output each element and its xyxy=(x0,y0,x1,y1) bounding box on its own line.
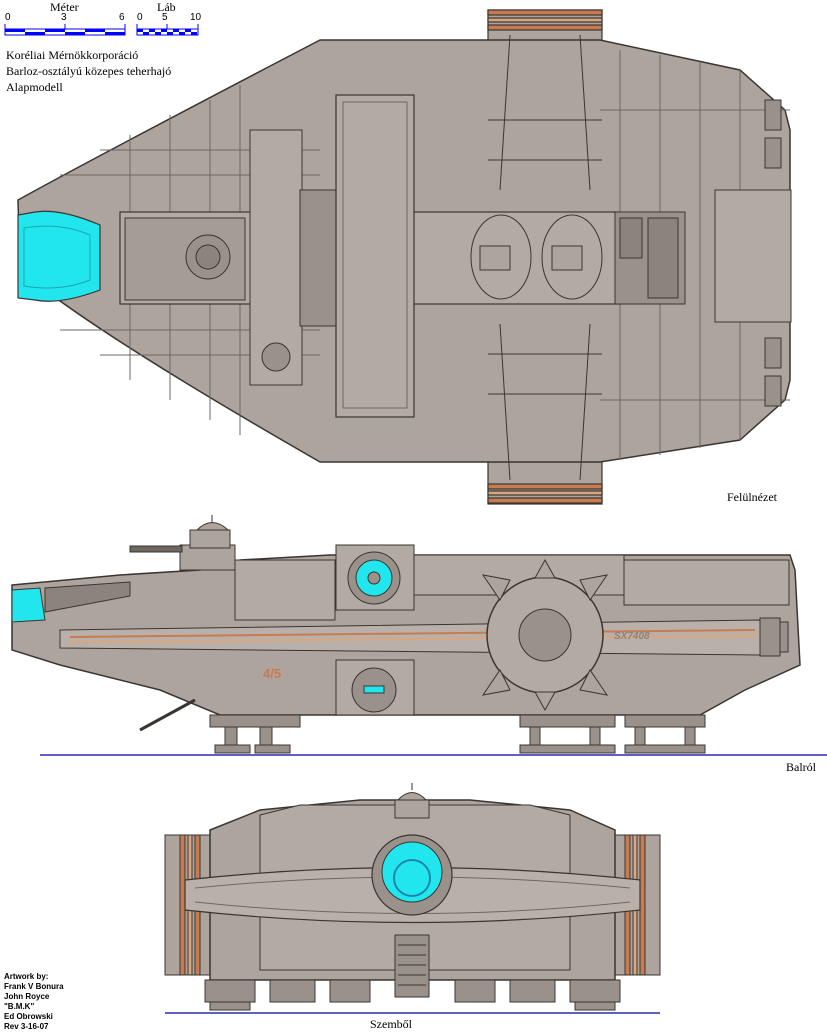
foot-tick-5: 5 xyxy=(162,12,168,23)
meter-scale-bar xyxy=(4,24,126,36)
meter-tick-3: 3 xyxy=(61,12,67,23)
front-landing-gear xyxy=(204,979,621,1011)
top-view-drawing xyxy=(17,9,792,505)
side-landing-gear xyxy=(209,714,706,754)
side-view-label: Balról xyxy=(786,760,816,774)
front-view-label: Szemből xyxy=(370,1017,412,1031)
foot-scale-bar xyxy=(136,24,199,36)
front-turret xyxy=(394,783,430,819)
credits-block: Artwork by: Frank V Bonura John Royce "B… xyxy=(4,972,64,1032)
front-boarding-ramp xyxy=(394,934,430,998)
side-view-drawing xyxy=(11,515,827,756)
top-cockpit-glass xyxy=(17,210,101,302)
meter-tick-0: 0 xyxy=(5,12,11,23)
ship-class-title: Barloz-osztályú közepes teherhajó xyxy=(6,64,172,78)
credits-name: Frank V Bonura xyxy=(4,982,64,991)
foot-tick-10: 10 xyxy=(190,12,202,23)
credits-name: "B.M.K" xyxy=(4,1002,35,1011)
meter-scale-label: Méter xyxy=(50,0,79,14)
credits-revision: Rev 3-16-07 xyxy=(4,1022,49,1031)
side-cockpit-glass xyxy=(11,587,46,623)
credits-heading: Artwork by: xyxy=(4,972,49,981)
credits-name: Ed Obrowski xyxy=(4,1012,53,1021)
foot-tick-0: 0 xyxy=(137,12,143,23)
meter-tick-6: 6 xyxy=(119,12,125,23)
credits-name: John Royce xyxy=(4,992,50,1001)
side-turret xyxy=(129,515,236,571)
foot-scale-label: Láb xyxy=(157,0,176,14)
side-hull-number: 4/5 xyxy=(263,666,282,681)
top-view-label: Felülnézet xyxy=(727,490,777,504)
model-title: Alapmodell xyxy=(6,80,63,94)
side-registration-marking: SX7408 xyxy=(614,631,650,642)
manufacturer-title: Koréliai Mérnökkorporáció xyxy=(6,48,139,62)
